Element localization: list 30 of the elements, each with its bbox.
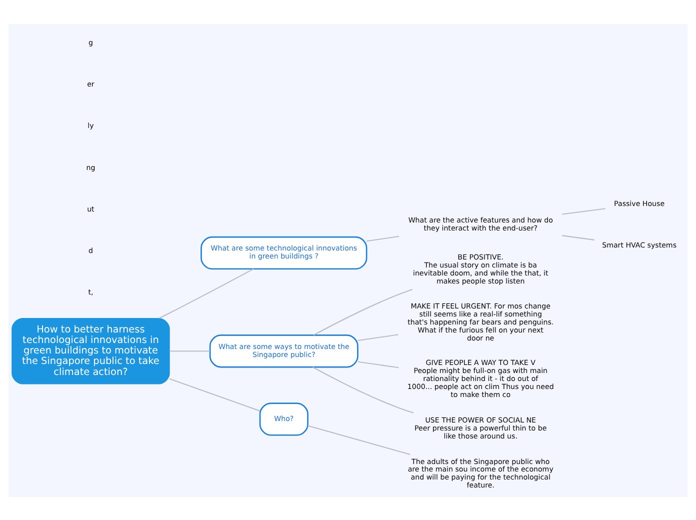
label: ly [88, 120, 94, 130]
node-text: Passive House [614, 198, 665, 208]
node-text: The adults of the Singapore public who are the main sou income of the economy and will be paying for the technological feature. [408, 456, 554, 490]
connector [562, 208, 606, 214]
connector [312, 366, 414, 413]
connector [158, 268, 254, 318]
label: g [88, 38, 93, 47]
node-box: What are some technological innovations in green buildings ? [200, 236, 368, 270]
connector [562, 234, 594, 240]
label: d [88, 245, 93, 254]
connector [313, 288, 413, 336]
label: er [87, 79, 94, 88]
node-text: GIVE PEOPLE A WAY TO TAKE V People might be full-on gas with main rationality behind it - it do out of 1000... people act on clim Thus you need to make them co [407, 358, 554, 399]
connector [366, 235, 400, 242]
connector [358, 360, 399, 368]
label: t, [88, 286, 94, 296]
node-text: USE THE POWER OF SOCIAL NE Peer pressure is a powerful thin to be like those around us. [414, 415, 547, 440]
node-box: How to better harness technological innovations in green buildings to motivate the Singapore public to take climate action? [12, 317, 170, 384]
connector [358, 334, 398, 341]
label: ng [86, 162, 96, 172]
node-text: BE POSITIVE. The usual story on climate is ba inevitable doom, and while the that, it makes people stop listen [412, 252, 548, 285]
connector [169, 378, 260, 411]
connector [169, 350, 210, 352]
node-text: What are the active features and how do they interact with the end-user? [408, 214, 553, 232]
node-box: Who? [259, 402, 308, 436]
node-text: Smart HVAC systems [602, 240, 677, 250]
node-box: What are some ways to motivate the Singapore public? [209, 334, 358, 368]
connector [308, 424, 410, 454]
label: ut [87, 204, 94, 213]
node-text: MAKE IT FEEL URGENT. For mos change still seems like a real-lif something that's happening far bears and penguins. What if the furious fell on your next door ne [408, 301, 554, 342]
